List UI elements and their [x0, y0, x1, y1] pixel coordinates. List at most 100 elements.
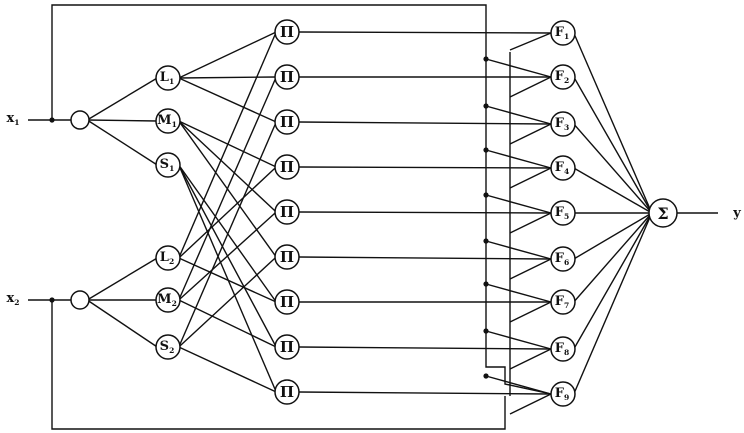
bus-to-consequent-line — [485, 375, 552, 395]
feedback-to-consequent-line — [509, 348, 552, 370]
membership-to-product-line — [178, 164, 277, 393]
consequent-label: F3 — [555, 116, 569, 132]
product-symbol: Π — [280, 158, 294, 176]
membership-to-product-line — [178, 164, 277, 303]
product-symbol-letter: Π — [280, 113, 294, 131]
membership-label-letter: M — [157, 292, 171, 307]
consequent-node — [550, 111, 576, 137]
product-node — [274, 334, 300, 360]
membership-node — [155, 65, 181, 91]
product-symbol-letter: Π — [280, 338, 294, 356]
membership-to-product-line — [178, 31, 277, 259]
membership-to-product-line — [178, 256, 277, 348]
consequent-node — [550, 155, 576, 181]
product-to-consequent-line — [298, 346, 552, 350]
consequent-node — [550, 336, 576, 362]
consequent-label-letter: F — [555, 251, 565, 266]
consequent-node — [550, 289, 576, 315]
split-to-membership-line — [86, 77, 158, 121]
feedback-to-consequent-line — [509, 212, 552, 234]
membership-label-subscript: 1 — [169, 77, 174, 86]
split-to-membership-line — [87, 119, 158, 122]
consequent-label-subscript: 4 — [564, 167, 569, 176]
consequent-label-subscript: 5 — [564, 212, 569, 221]
x1-feedback-line — [51, 4, 552, 395]
membership-label: L2 — [160, 250, 174, 266]
x2-label: x2 — [6, 291, 19, 307]
membership-node — [155, 108, 181, 134]
membership-label-letter: L — [160, 250, 169, 265]
membership-to-product-line — [178, 120, 277, 213]
feedback-to-consequent-line — [509, 32, 552, 51]
consequent-label: F9 — [555, 386, 569, 402]
membership-to-product-line — [178, 164, 277, 348]
sum-symbol-letter: Σ — [657, 204, 668, 223]
consequent-to-sum-line — [573, 167, 653, 214]
membership-label: L1 — [160, 70, 174, 86]
feedback-to-consequent-line — [509, 301, 552, 323]
feedback-to-consequent-line — [509, 393, 552, 415]
product-node — [274, 154, 300, 180]
product-symbol: Π — [280, 23, 294, 41]
product-symbol-letter: Π — [280, 23, 294, 41]
x1-label-subscript: 1 — [14, 118, 19, 127]
product-symbol: Π — [280, 248, 294, 266]
x2-label-letter: x — [6, 291, 14, 306]
sum-node — [648, 198, 678, 228]
consequent-label-subscript: 8 — [564, 348, 569, 357]
consequent-to-sum-line — [573, 212, 653, 350]
bus-to-consequent-line — [485, 58, 552, 78]
x2-split-node — [70, 290, 90, 310]
product-to-consequent-line — [298, 391, 552, 395]
membership-label: S1 — [160, 157, 175, 173]
x2-label-subscript: 2 — [14, 298, 19, 307]
membership-label-subscript: 2 — [169, 346, 174, 355]
membership-to-product-line — [178, 76, 277, 79]
membership-to-product-line — [178, 120, 277, 258]
consequent-label: F1 — [555, 25, 569, 41]
membership-label-subscript: 1 — [172, 120, 177, 129]
membership-label-subscript: 2 — [172, 299, 177, 308]
product-to-consequent-line — [298, 31, 552, 34]
consequent-label-letter: F — [555, 69, 565, 84]
bus-to-consequent-line — [485, 240, 552, 260]
product-to-consequent-line — [298, 121, 552, 125]
membership-label-letter: S — [160, 157, 169, 172]
product-symbol-letter: Π — [280, 293, 294, 311]
membership-to-product-line — [178, 120, 277, 168]
consequent-label-letter: F — [555, 386, 565, 401]
membership-label: M2 — [157, 292, 177, 308]
product-symbol: Π — [280, 203, 294, 221]
consequent-node — [550, 200, 576, 226]
membership-node — [155, 334, 181, 360]
consequent-node — [550, 20, 576, 46]
consequent-label-letter: F — [555, 294, 565, 309]
membership-node — [155, 152, 181, 178]
x1-label: x1 — [6, 111, 19, 127]
product-symbol-letter: Π — [280, 248, 294, 266]
y-label-letter: y — [732, 206, 741, 221]
membership-label-letter: S — [160, 339, 169, 354]
consequent-label-letter: F — [555, 116, 565, 131]
consequent-label-letter: F — [555, 160, 565, 175]
membership-label: M1 — [157, 113, 177, 129]
membership-to-product-line — [178, 77, 277, 123]
feedback-to-consequent-line — [509, 258, 552, 280]
consequent-to-sum-line — [573, 212, 653, 395]
x2-feedback-line — [51, 300, 506, 430]
consequent-label-subscript: 6 — [564, 258, 569, 267]
membership-to-product-line — [178, 166, 277, 259]
feedback-to-consequent-line — [509, 123, 552, 145]
product-symbol: Π — [280, 338, 294, 356]
consequent-label-letter: F — [555, 205, 565, 220]
feedback-to-consequent-line — [509, 76, 552, 98]
product-node — [274, 244, 300, 270]
consequent-node — [550, 64, 576, 90]
network-labels: L1M1S1L2M2S2ΠΠΠΠΠΠΠΠΠF1F2F3F4F5F6F7F8F9Σ… — [6, 23, 741, 402]
consequent-label-subscript: 9 — [564, 393, 569, 402]
consequent-node — [550, 246, 576, 272]
product-symbol: Π — [280, 293, 294, 311]
membership-to-product-line — [178, 346, 277, 393]
consequent-label: F6 — [555, 251, 569, 267]
